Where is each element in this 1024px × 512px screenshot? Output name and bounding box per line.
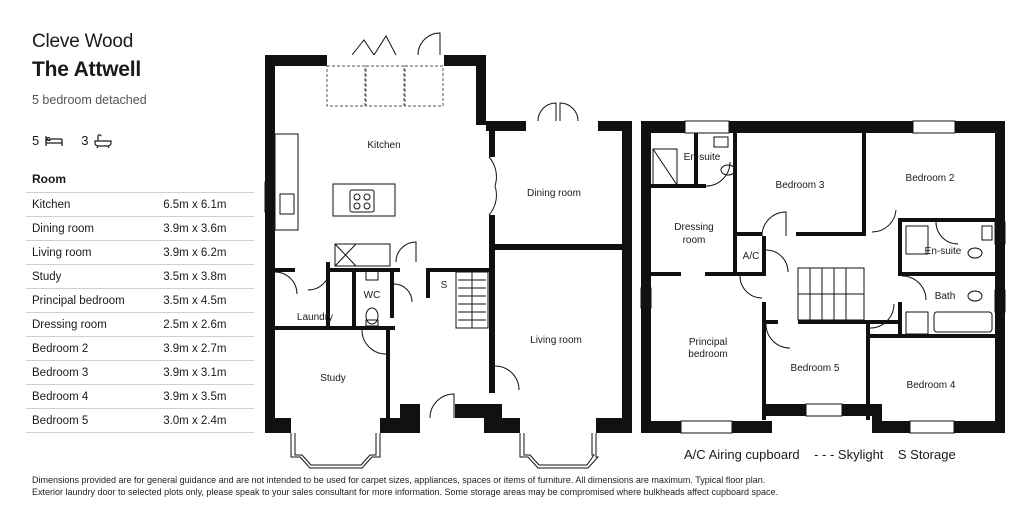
label-bath: Bath (935, 291, 956, 302)
room-dims: 3.5m x 3.8m (163, 264, 254, 289)
room-name: Kitchen (26, 192, 164, 217)
bedroom-count: 5 (32, 133, 40, 148)
room-name: Dining room (26, 216, 164, 241)
bed-icon (45, 136, 63, 146)
room-dims: 3.9m x 3.6m (163, 216, 254, 241)
room-name: Bedroom 2 (26, 336, 164, 361)
label-dining-room: Dining room (527, 188, 581, 199)
first-floor-plan: En-suite Bedroom 3 Bedroom 2 Dressing ro… (640, 120, 1006, 434)
room-name: Bedroom 5 (26, 408, 164, 433)
label-bedroom-2: Bedroom 2 (906, 173, 955, 184)
label-ensuite-1: En-suite (684, 152, 721, 163)
room-dims: 3.9m x 2.7m (163, 336, 254, 361)
room-name: Bedroom 3 (26, 360, 164, 385)
legend-skylight: - - - Skylight (814, 447, 884, 462)
room-dims: 3.9m x 3.1m (163, 360, 254, 385)
room-counts: 5 3 (32, 133, 113, 148)
label-bedroom-3: Bedroom 3 (776, 180, 825, 191)
label-dressing-room-line1: Dressing (674, 222, 713, 233)
label-dressing-room-line2: room (683, 235, 706, 246)
label-laundry: Laundry (297, 312, 333, 323)
label-bedroom-5: Bedroom 5 (791, 363, 840, 374)
bathroom-count: 3 (81, 133, 89, 148)
label-ensuite-2: En-suite (925, 246, 962, 257)
house-name: The Attwell (32, 58, 142, 81)
development-name: Cleve Wood (32, 31, 134, 52)
label-wc: WC (364, 290, 381, 301)
label-living-room: Living room (530, 335, 582, 346)
room-dims: 3.9m x 6.2m (163, 240, 254, 265)
disclaimer-line-1: Dimensions provided are for general guid… (32, 475, 766, 485)
room-dims: 2.5m x 2.6m (163, 312, 254, 337)
house-description: 5 bedroom detached (32, 93, 147, 107)
room-dims: 3.9m x 3.5m (163, 384, 254, 409)
room-name: Bedroom 4 (26, 384, 164, 409)
label-bedroom-4: Bedroom 4 (907, 380, 956, 391)
room-name: Study (26, 264, 164, 289)
room-dims: 3.5m x 4.5m (163, 288, 254, 313)
label-principal-bedroom-line2: bedroom (688, 349, 727, 360)
legend-storage: S Storage (897, 447, 956, 462)
label-kitchen: Kitchen (367, 140, 400, 151)
room-dims: 6.5m x 6.1m (163, 192, 254, 217)
room-name: Living room (26, 240, 164, 265)
legend-airing-cupboard: A/C Airing cupboard (684, 447, 800, 462)
label-principal-bedroom-line1: Principal (689, 337, 727, 348)
room-dims: 3.0m x 2.4m (163, 408, 254, 433)
label-storage: S (441, 280, 448, 291)
ground-floor-plan: Kitchen Dining room Living room Study La… (264, 32, 632, 469)
plan-legend: A/C Airing cupboard - - - Skylight S Sto… (684, 447, 956, 462)
room-name: Dressing room (26, 312, 164, 337)
disclaimer-line-2: Exterior laundry door to selected plots … (32, 487, 779, 497)
bath-icon (94, 133, 113, 148)
label-airing-cupboard: A/C (743, 251, 760, 262)
label-study: Study (320, 373, 346, 384)
room-name: Principal bedroom (26, 288, 164, 313)
table-header-row: Room (26, 168, 254, 193)
table-header: Room (26, 168, 254, 193)
